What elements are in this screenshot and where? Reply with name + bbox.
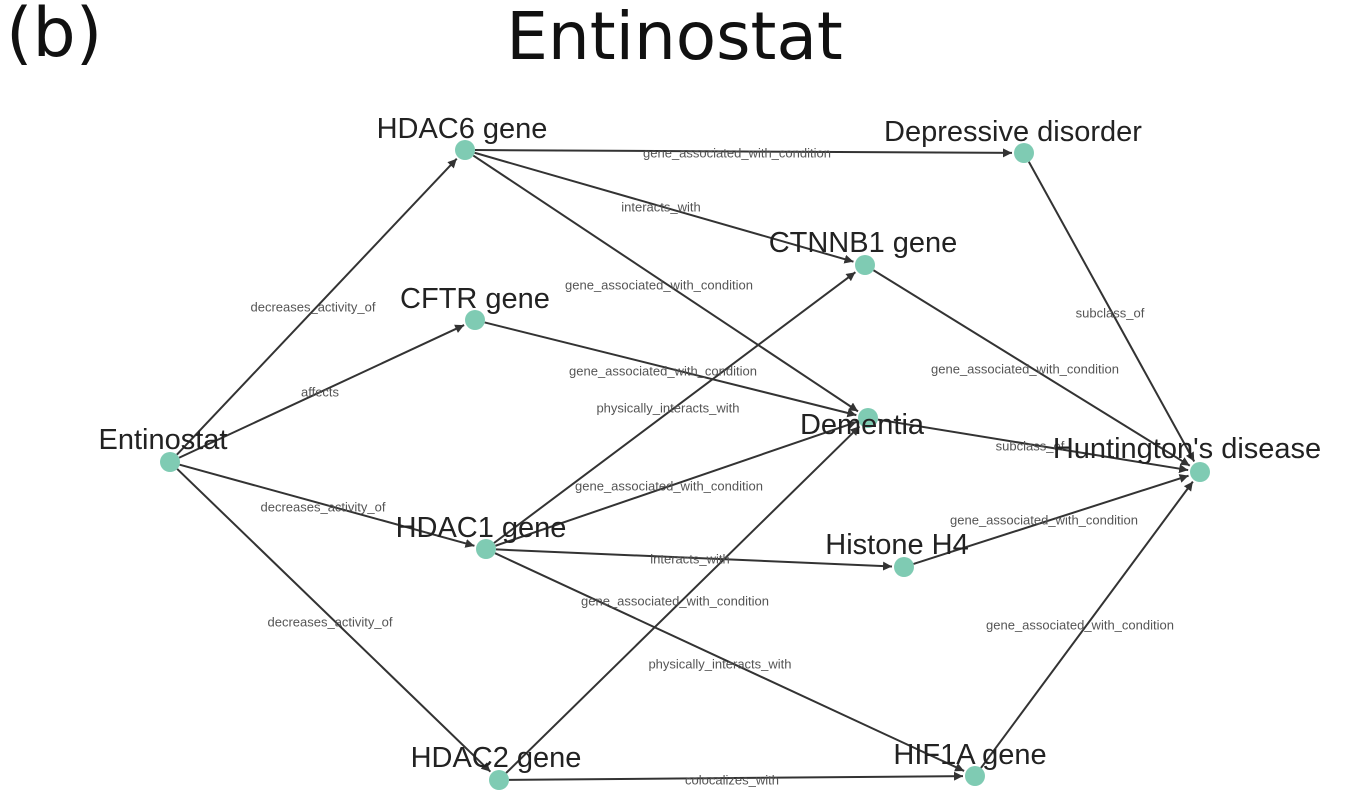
edge-label: affects bbox=[301, 384, 340, 399]
edge-label: gene_associated_with_condition bbox=[575, 478, 763, 493]
edge-label: gene_associated_with_condition bbox=[581, 593, 769, 608]
figure-title: Entinostat bbox=[506, 0, 843, 75]
node-layer bbox=[160, 140, 1210, 790]
edge-hdac6-dementia bbox=[472, 154, 859, 413]
node-hdac1 bbox=[476, 539, 496, 559]
edge-label: physically_interacts_with bbox=[596, 400, 739, 415]
node-hif1a bbox=[965, 766, 985, 786]
edge-label: interacts_with bbox=[621, 199, 700, 214]
node-depressive bbox=[1014, 143, 1034, 163]
edge-hdac6-depressive bbox=[474, 148, 1013, 158]
edge-label-layer: decreases_activity_ofaffectsdecreases_ac… bbox=[250, 145, 1173, 787]
edge-label: gene_associated_with_condition bbox=[569, 363, 757, 378]
node-huntington bbox=[1190, 462, 1210, 482]
edge-ctnnb1-huntington bbox=[872, 269, 1191, 467]
node-label-huntington: Huntington's disease bbox=[1053, 433, 1321, 465]
edge-entinostat-hdac2 bbox=[176, 468, 492, 773]
node-label-hdac2: HDAC2 gene bbox=[411, 742, 582, 774]
edge-hdac1-ctnnb1 bbox=[493, 271, 856, 544]
edge-hdac1-hif1a bbox=[494, 552, 965, 772]
node-histone bbox=[894, 557, 914, 577]
panel-label: (b) bbox=[6, 0, 103, 73]
edge-label: subclass_of bbox=[1076, 305, 1145, 320]
node-hdac6 bbox=[455, 140, 475, 160]
edge-label: gene_associated_with_condition bbox=[950, 512, 1138, 527]
edge-label: gene_associated_with_condition bbox=[986, 617, 1174, 632]
node-label-depressive: Depressive disorder bbox=[884, 116, 1142, 148]
edge-label: gene_associated_with_condition bbox=[565, 277, 753, 292]
node-entinostat bbox=[160, 452, 180, 472]
edge-label: decreases_activity_of bbox=[267, 614, 392, 629]
node-cftr bbox=[465, 310, 485, 330]
node-label-dementia: Dementia bbox=[800, 409, 925, 441]
node-label-hdac6: HDAC6 gene bbox=[377, 113, 548, 145]
edge-label: subclass_of bbox=[996, 438, 1065, 453]
node-label-hdac1: HDAC1 gene bbox=[396, 512, 567, 544]
node-label-hif1a: HIF1A gene bbox=[893, 739, 1046, 771]
node-label-entinostat: Entinostat bbox=[99, 424, 228, 456]
edge-entinostat-hdac1 bbox=[179, 463, 475, 548]
node-ctnnb1 bbox=[855, 255, 875, 275]
edge-hdac1-histone bbox=[495, 548, 893, 571]
edge-dementia-huntington bbox=[877, 418, 1189, 474]
edge-label: gene_associated_with_condition bbox=[643, 145, 831, 160]
edge-hdac2-dementia bbox=[505, 425, 861, 774]
edge-layer bbox=[176, 148, 1196, 781]
node-label-cftr: CFTR gene bbox=[400, 283, 550, 315]
node-hdac2 bbox=[489, 770, 509, 790]
edge-label: gene_associated_with_condition bbox=[931, 361, 1119, 376]
edge-hif1a-huntington bbox=[980, 481, 1194, 769]
node-label-ctnnb1: CTNNB1 gene bbox=[769, 227, 958, 259]
node-label-histone: Histone H4 bbox=[825, 529, 968, 561]
node-dementia bbox=[858, 408, 878, 428]
edge-label: decreases_activity_of bbox=[260, 499, 385, 514]
edge-label: physically_interacts_with bbox=[648, 656, 791, 671]
edge-histone-huntington bbox=[913, 474, 1189, 565]
edge-entinostat-hdac6 bbox=[176, 158, 458, 456]
edge-hdac6-ctnnb1 bbox=[474, 151, 854, 264]
edge-entinostat-cftr bbox=[178, 324, 465, 459]
edge-cftr-dementia bbox=[484, 321, 857, 418]
edge-label: colocalizes_with bbox=[685, 772, 779, 787]
edge-hdac2-hif1a bbox=[508, 771, 964, 781]
edge-label: decreases_activity_of bbox=[250, 299, 375, 314]
edge-label: interacts_with bbox=[650, 551, 729, 566]
edge-hdac1-dementia bbox=[495, 420, 857, 547]
edge-depressive-huntington bbox=[1027, 161, 1196, 462]
